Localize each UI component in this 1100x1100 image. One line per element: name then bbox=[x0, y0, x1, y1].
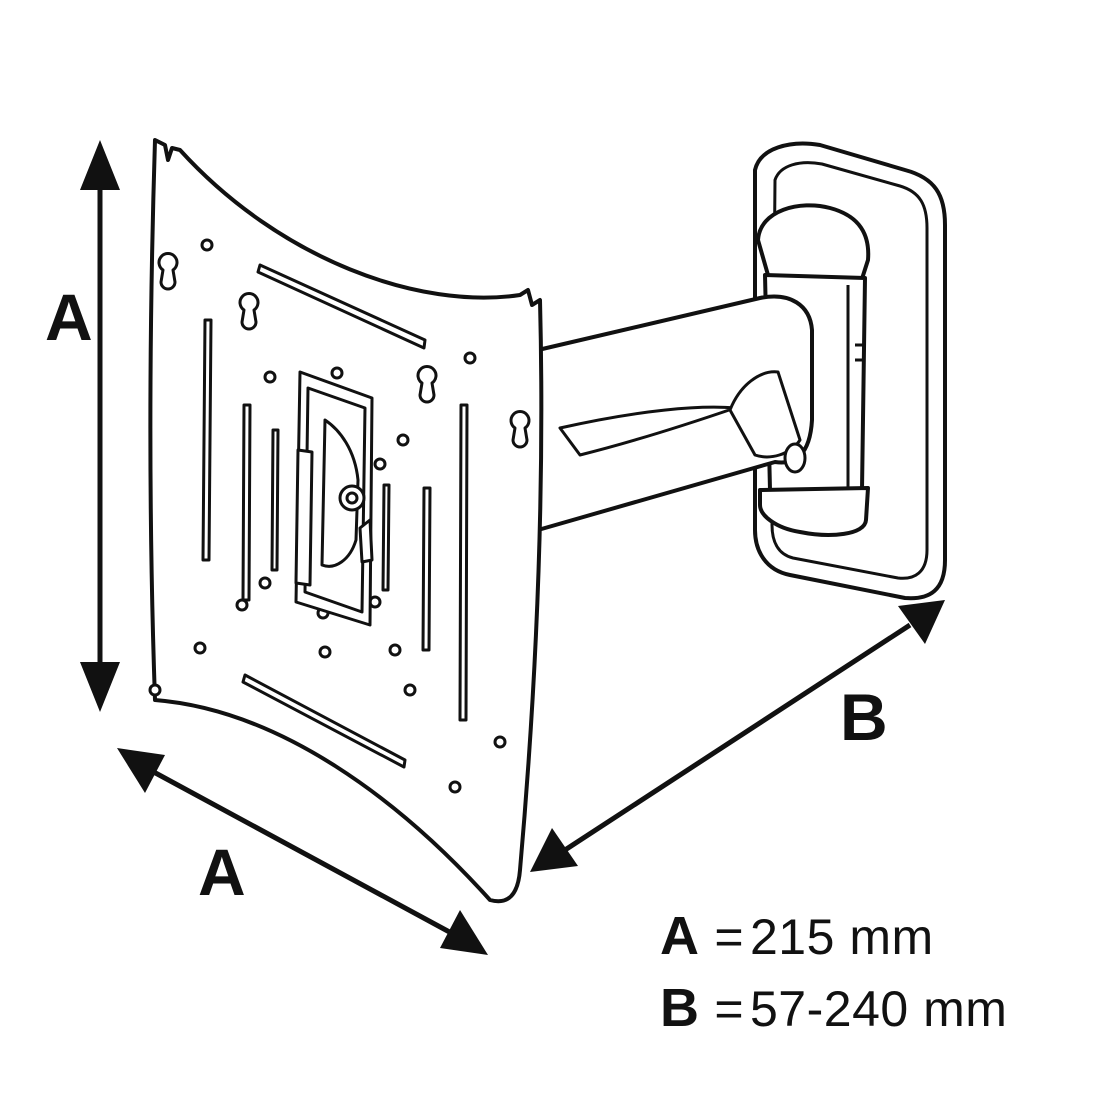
height-label: A bbox=[45, 280, 93, 354]
depth-arrow-end bbox=[898, 600, 945, 644]
keyholes bbox=[157, 252, 531, 449]
width-arrow-start bbox=[117, 748, 165, 793]
legend-key-a: A bbox=[660, 906, 699, 966]
tilt-bracket bbox=[294, 370, 374, 627]
arrow-heads bbox=[80, 140, 945, 955]
width-arrow bbox=[148, 767, 457, 938]
mounting-slots bbox=[201, 263, 469, 769]
legend-value-a: 215 mm bbox=[750, 909, 934, 965]
width-arrow-end bbox=[440, 910, 488, 955]
depth-arrow-start bbox=[530, 828, 578, 872]
dimension-arrows bbox=[97, 180, 912, 938]
legend-row-b: B = 57-240 mm bbox=[660, 977, 1080, 1049]
legend-equals-b: = bbox=[714, 981, 744, 1037]
swing-arm bbox=[536, 294, 814, 532]
width-label: A bbox=[198, 835, 246, 909]
depth-label: B bbox=[840, 680, 888, 754]
legend-equals-a: = bbox=[714, 909, 744, 965]
height-arrow-bottom bbox=[80, 662, 120, 712]
height-arrow-top bbox=[80, 140, 120, 190]
legend-key-b: B bbox=[660, 978, 699, 1038]
dimension-legend: A = 215 mm B = 57-240 mm bbox=[660, 905, 1080, 1049]
vesa-plate bbox=[148, 138, 544, 904]
legend-value-b: 57-240 mm bbox=[750, 981, 1008, 1037]
depth-arrow bbox=[563, 622, 912, 853]
legend-row-a: A = 215 mm bbox=[660, 905, 1080, 977]
